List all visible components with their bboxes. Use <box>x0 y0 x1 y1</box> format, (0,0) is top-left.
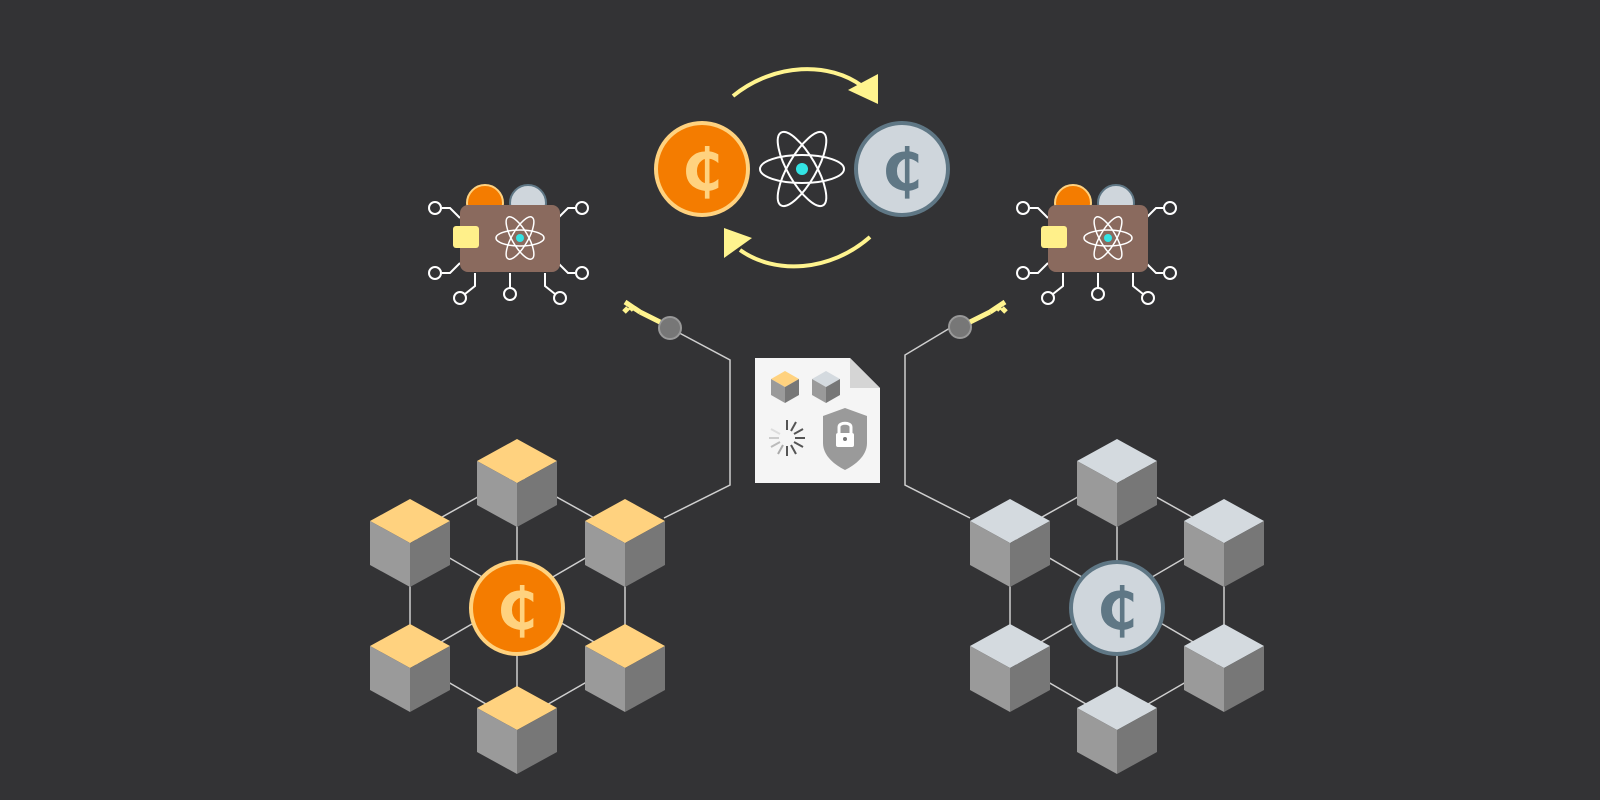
swap-arrow-bottom-icon <box>738 235 872 269</box>
block-node <box>1184 624 1264 712</box>
block-node <box>477 686 557 774</box>
contract-document-icon <box>755 358 880 483</box>
blockchain-network-left: ₵ <box>370 439 665 774</box>
doc-silver-block-icon <box>812 371 840 403</box>
lock-shield-icon <box>823 408 867 470</box>
block-node <box>1184 499 1264 587</box>
doc-orange-block-icon <box>771 371 799 403</box>
key-right-icon <box>948 299 1008 339</box>
connector-left-line <box>663 327 731 519</box>
block-node <box>970 499 1050 587</box>
wallet-right-icon <box>1016 184 1177 305</box>
block-node <box>370 624 450 712</box>
block-node <box>1077 686 1157 774</box>
block-node <box>970 624 1050 712</box>
blockchain-network-right: ₵ <box>970 439 1264 774</box>
atom-icon <box>759 130 845 208</box>
block-node <box>1077 439 1157 527</box>
loading-spinner-icon <box>769 420 805 456</box>
network-right-coin-symbol: ₵ <box>1097 575 1137 643</box>
network-right-coin-icon: ₵ <box>1069 560 1165 656</box>
silver-coin-symbol: ₵ <box>882 136 922 204</box>
block-node <box>370 499 450 587</box>
swap-arrow-bottom-head-icon <box>724 228 752 258</box>
silver-coin-icon: ₵ <box>854 121 950 217</box>
network-left-coin-icon: ₵ <box>469 560 565 656</box>
network-left-coin-symbol: ₵ <box>497 575 537 643</box>
block-node <box>585 499 665 587</box>
block-node <box>585 624 665 712</box>
block-node <box>477 439 557 527</box>
wallet-left-icon <box>428 184 589 305</box>
swap-arrow-top-head-icon <box>848 74 878 104</box>
swap-arrow-top-icon <box>731 67 864 98</box>
orange-coin-symbol: ₵ <box>682 136 722 204</box>
key-left-icon <box>622 299 682 340</box>
connector-right-line <box>904 327 971 519</box>
orange-coin-icon: ₵ <box>654 121 750 217</box>
